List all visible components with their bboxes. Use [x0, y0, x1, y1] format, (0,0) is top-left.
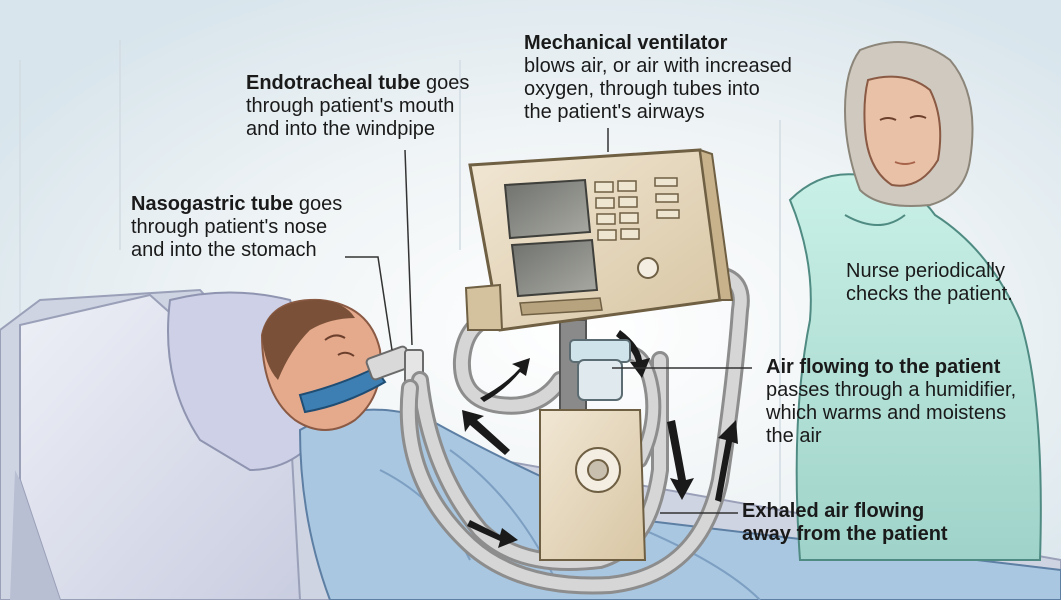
exhaled-line-1: Exhaled air flowing — [742, 500, 924, 522]
monitor-screen-bottom — [512, 240, 597, 296]
nasogastric-line-1: through patient's nose — [131, 216, 342, 239]
callout-exhaled: Exhaled air flowing away from the patien… — [742, 500, 948, 546]
ventilator-title: Mechanical ventilator — [524, 32, 727, 54]
air-flow-line-1: passes through a humidifier, — [766, 379, 1016, 402]
nurse-line-1: Nurse periodically — [846, 260, 1013, 283]
ventilator-machine — [466, 150, 732, 330]
ventilator-line-2: oxygen, through tubes into — [524, 78, 792, 101]
nasogastric-title: Nasogastric tube — [131, 193, 293, 215]
air-flow-line-3: the air — [766, 425, 1016, 448]
callout-nasogastric: Nasogastric tube goes through patient's … — [131, 193, 342, 262]
callout-endotracheal: Endotracheal tube goes through patient's… — [246, 72, 469, 141]
callout-nurse: Nurse periodically checks the patient. — [846, 260, 1013, 306]
monitor-dial — [638, 258, 658, 278]
air-flow-line-2: which warms and moistens — [766, 402, 1016, 425]
callout-air-flow: Air flowing to the patient passes throug… — [766, 356, 1016, 448]
nasogastric-title-rest: goes — [293, 193, 342, 215]
exhaled-line-2: away from the patient — [742, 523, 948, 545]
nasogastric-line-2: and into the stomach — [131, 239, 342, 262]
endotracheal-line-1: through patient's mouth — [246, 95, 469, 118]
endotracheal-line-2: and into the windpipe — [246, 118, 469, 141]
ventilator-line-3: the patient's airways — [524, 101, 792, 124]
nurse-line-2: checks the patient. — [846, 283, 1013, 306]
monitor-screen-top — [505, 180, 590, 238]
endotracheal-title-rest: goes — [420, 72, 469, 94]
callout-ventilator: Mechanical ventilator blows air, or air … — [524, 32, 792, 124]
endotracheal-title: Endotracheal tube — [246, 72, 420, 94]
ventilator-line-1: blows air, or air with increased — [524, 55, 792, 78]
air-flow-title: Air flowing to the patient — [766, 356, 1000, 378]
